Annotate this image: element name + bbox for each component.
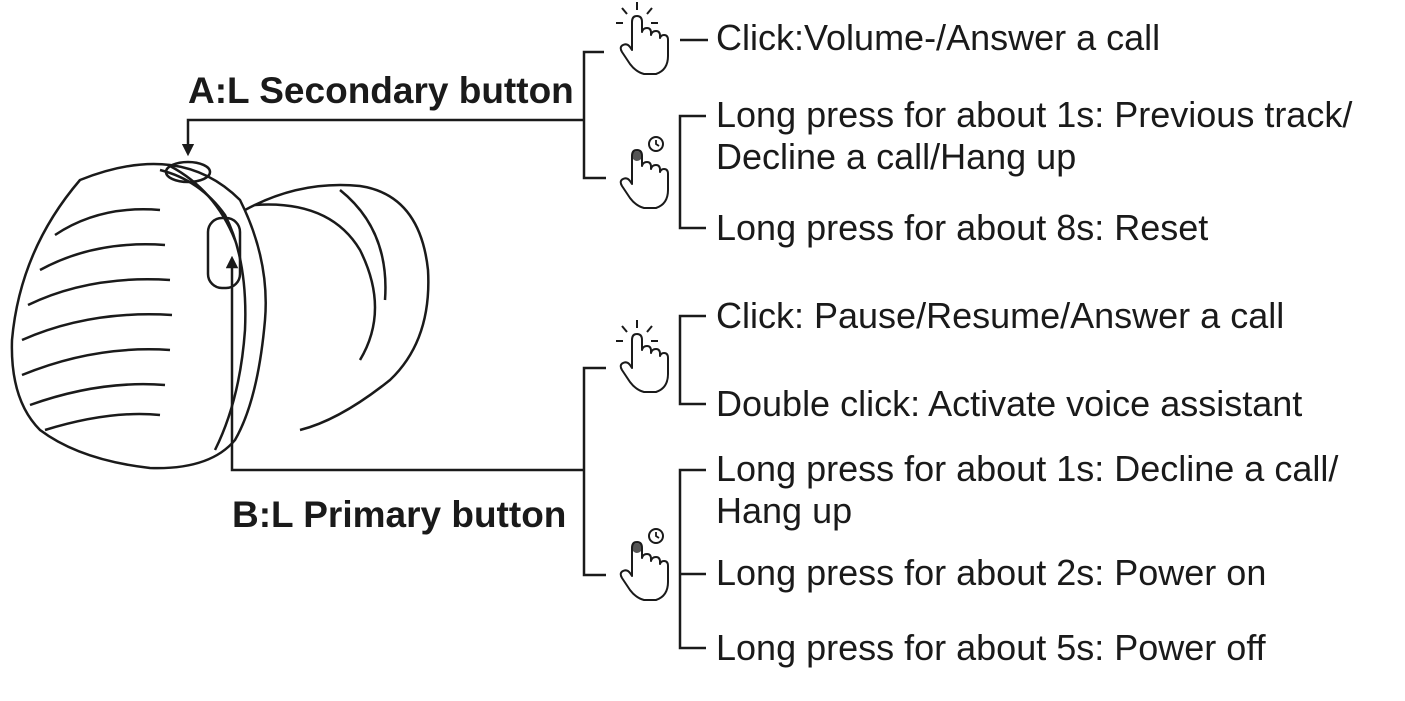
tap-gesture-icon: [615, 319, 669, 393]
primary-long-press-5s-action: Long press for about 5s: Power off: [716, 627, 1266, 668]
primary-double-click-action: Double click: Activate voice assistant: [716, 383, 1303, 424]
primary-click-action: Click: Pause/Resume/Answer a call: [716, 295, 1285, 336]
long-press-gesture-icon: [619, 136, 669, 209]
secondary-long-press-1s-action: Long press for about 1s: Previous track/…: [716, 94, 1353, 177]
earbud-illustration: [10, 160, 430, 470]
secondary-click-action: Click:Volume-/Answer a call: [716, 17, 1161, 58]
connector-lines: [181, 38, 708, 650]
primary-button-title: B:L Primary button: [232, 494, 567, 535]
tap-gesture-icon: [615, 1, 669, 75]
secondary-long-press-8s-action: Long press for about 8s: Reset: [716, 207, 1209, 248]
primary-long-press-2s-action: Long press for about 2s: Power on: [716, 552, 1267, 593]
long-press-gesture-icon: [619, 528, 669, 601]
secondary-button-title: A:L Secondary button: [188, 70, 574, 111]
primary-long-press-1s-action: Long press for about 1s: Decline a call/…: [716, 448, 1339, 531]
